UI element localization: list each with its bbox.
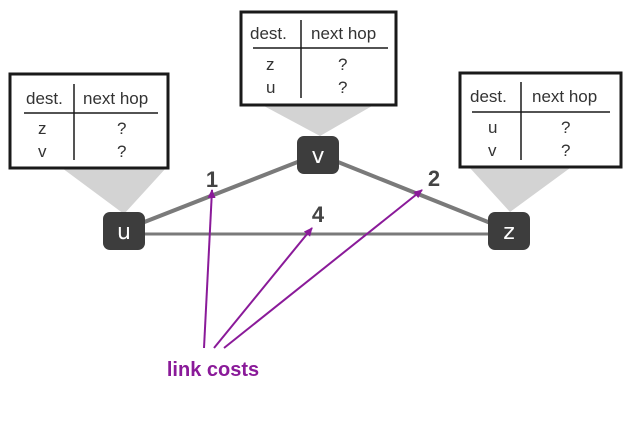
table-v-row-dest: z (266, 55, 275, 74)
table-u: dest. next hop z ? v ? (8, 72, 170, 170)
table-z-row-next-hop: ? (561, 141, 570, 160)
cost-v-z: 2 (428, 166, 440, 191)
table-z-row-dest: v (488, 141, 497, 160)
cost-u-v: 1 (206, 167, 218, 192)
annotation-arrow-to-cost-4 (213, 227, 313, 349)
table-z-header-dest: dest. (470, 87, 507, 106)
table-u-row-dest: v (38, 142, 47, 161)
callout-v (264, 106, 372, 136)
table-z-row-dest: u (488, 118, 497, 137)
table-v-header-dest: dest. (250, 24, 287, 43)
table-u-header-dest: dest. (26, 89, 63, 108)
annotation-label: link costs (167, 359, 259, 381)
table-v-row-dest: u (266, 78, 275, 97)
table-v-header-next-hop: next hop (311, 24, 376, 43)
node-v: v (297, 136, 339, 174)
link-u-v (123, 152, 319, 232)
cost-u-z: 4 (312, 202, 325, 227)
node-v-label: v (311, 144, 324, 169)
link-v-z (317, 152, 509, 232)
annotation-arrow-to-cost-1 (203, 189, 216, 349)
table-z-row-next-hop: ? (561, 118, 570, 137)
node-z-label: z (503, 220, 515, 245)
table-v: dest. next hop z ? u ? (239, 10, 398, 107)
callout-z (470, 168, 570, 212)
table-u-header-next-hop: next hop (83, 89, 148, 108)
node-z: z (488, 212, 530, 250)
node-u: u (103, 212, 145, 250)
annotation-arrow-to-cost-2 (223, 189, 423, 349)
table-z-header-next-hop: next hop (532, 87, 597, 106)
table-v-row-next-hop: ? (338, 55, 347, 74)
table-u-row-dest: z (38, 119, 47, 138)
table-u-row-next-hop: ? (117, 119, 126, 138)
table-v-row-next-hop: ? (338, 78, 347, 97)
callout-u (62, 168, 166, 214)
table-u-row-next-hop: ? (117, 142, 126, 161)
table-z: dest. next hop u ? v ? (458, 71, 623, 169)
node-u-label: u (117, 220, 131, 245)
